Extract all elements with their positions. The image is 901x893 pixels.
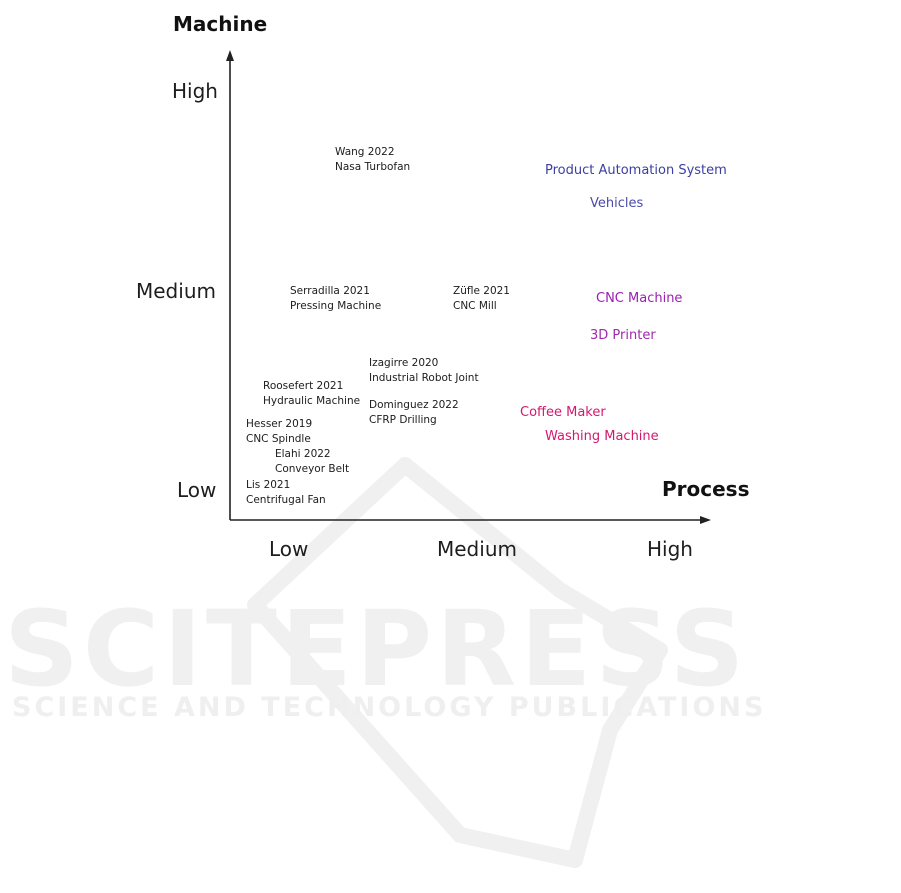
category-cnc-machine: CNC Machine xyxy=(596,291,683,306)
x-level-medium: Medium xyxy=(437,537,517,561)
study-author: Wang 2022 xyxy=(335,146,395,158)
study-application: Centrifugal Fan xyxy=(246,494,326,506)
study-author: Elahi 2022 xyxy=(275,448,331,460)
study-zufle-2021: Züfle 2021 CNC Mill xyxy=(453,284,510,314)
x-level-low: Low xyxy=(269,537,309,561)
study-lis-2021: Lis 2021 Centrifugal Fan xyxy=(246,478,326,508)
x-axis-arrowhead xyxy=(700,516,711,524)
study-dominguez-2022: Dominguez 2022 CFRP Drilling xyxy=(369,398,459,428)
study-author: Züfle 2021 xyxy=(453,285,510,297)
study-application: Nasa Turbofan xyxy=(335,161,411,173)
study-application: Industrial Robot Joint xyxy=(369,372,479,384)
study-serradilla-2021: Serradilla 2021 Pressing Machine xyxy=(290,284,381,314)
study-roosefert-2021: Roosefert 2021 Hydraulic Machine xyxy=(263,379,360,409)
study-application: Conveyor Belt xyxy=(275,463,350,475)
study-application: CFRP Drilling xyxy=(369,414,437,426)
study-author: Lis 2021 xyxy=(246,479,291,491)
category-coffee-maker: Coffee Maker xyxy=(520,405,606,420)
study-author: Izagirre 2020 xyxy=(369,357,439,369)
y-axis-title: Machine xyxy=(173,12,268,36)
watermark-sub-text: SCIENCE AND TECHNOLOGY PUBLICATIONS xyxy=(12,692,767,723)
study-wang-2022: Wang 2022 Nasa Turbofan xyxy=(335,145,410,175)
study-elahi-2022: Elahi 2022 Conveyor Belt xyxy=(275,447,349,477)
study-application: Pressing Machine xyxy=(290,300,382,312)
category-washing-machine: Washing Machine xyxy=(545,429,659,444)
study-application: CNC Spindle xyxy=(246,433,311,445)
study-author: Hesser 2019 xyxy=(246,418,313,430)
y-level-high: High xyxy=(172,79,218,103)
study-application: CNC Mill xyxy=(453,300,497,312)
y-axis-arrowhead xyxy=(226,50,234,61)
y-level-medium: Medium xyxy=(136,279,216,303)
study-application: Hydraulic Machine xyxy=(263,395,361,407)
category-3d-printer: 3D Printer xyxy=(590,328,656,343)
study-izagirre-2020: Izagirre 2020 Industrial Robot Joint xyxy=(369,356,479,386)
study-hesser-2019: Hesser 2019 CNC Spindle xyxy=(246,417,312,447)
category-product-automation-system: Product Automation System xyxy=(545,163,727,178)
watermark-main-text: SCITEPRESS xyxy=(4,588,749,710)
x-level-high: High xyxy=(647,537,693,561)
category-vehicles: Vehicles xyxy=(590,196,644,211)
y-level-low: Low xyxy=(177,478,217,502)
study-author: Dominguez 2022 xyxy=(369,399,459,411)
study-author: Serradilla 2021 xyxy=(290,285,370,297)
x-axis-title: Process xyxy=(662,477,750,501)
study-author: Roosefert 2021 xyxy=(263,380,344,392)
